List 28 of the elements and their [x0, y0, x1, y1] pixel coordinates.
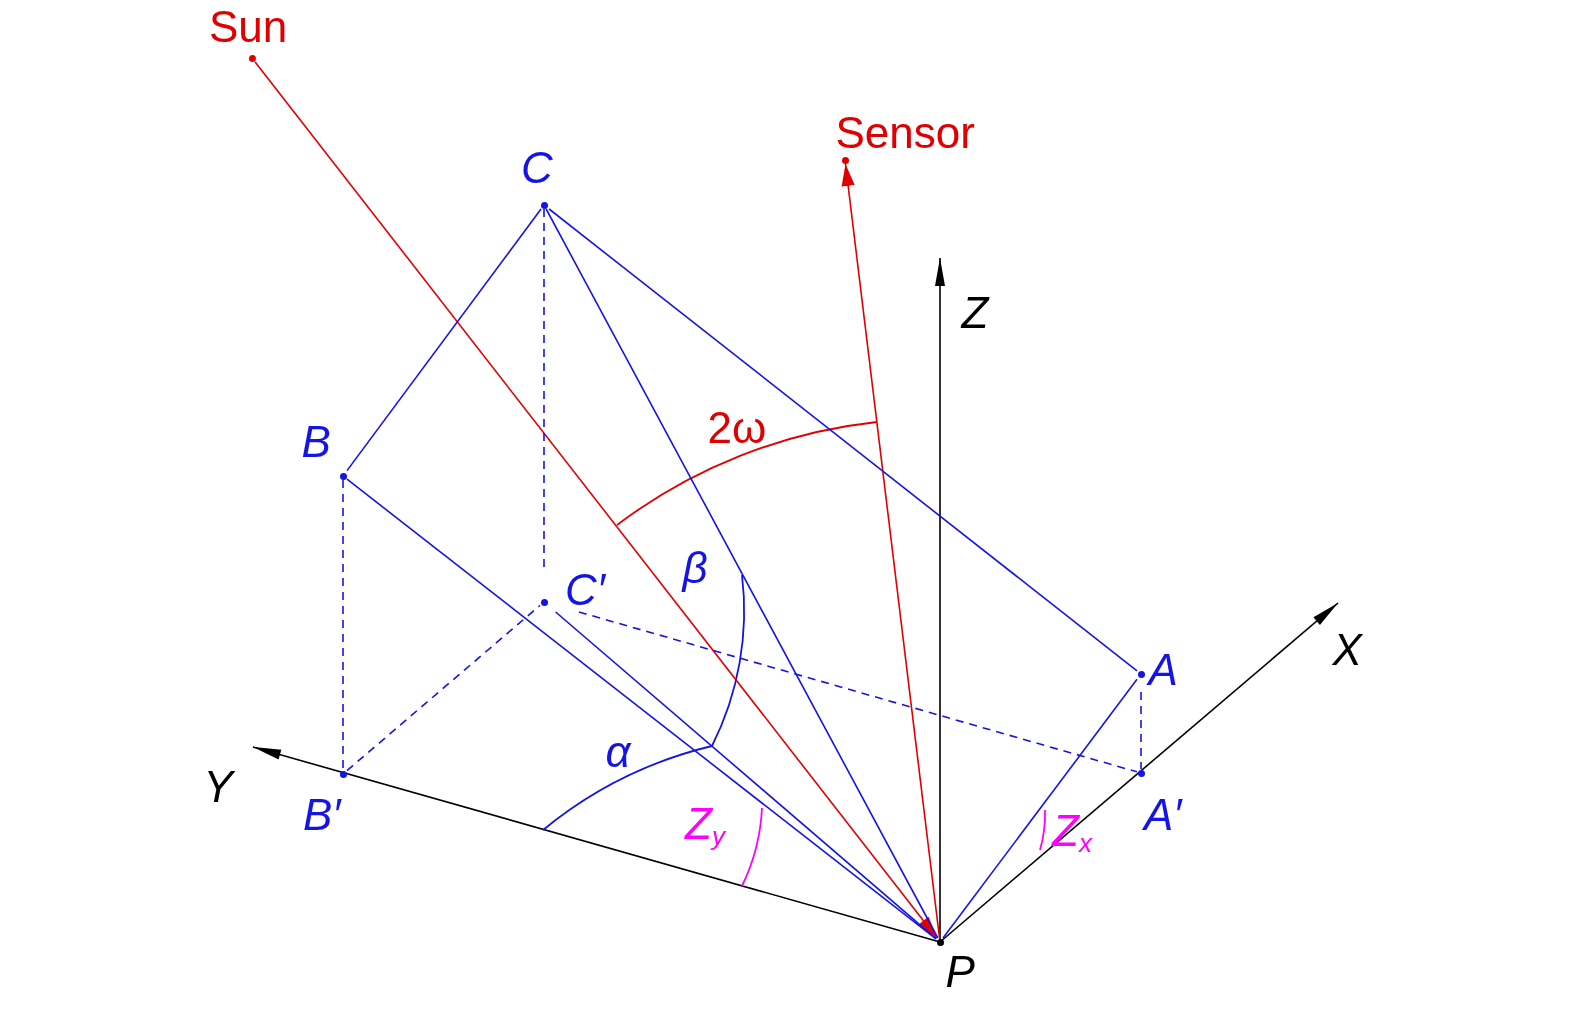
angle-label: α [605, 730, 631, 774]
axis-label: X [1332, 628, 1362, 672]
arrow [254, 61, 938, 939]
angle-label: Z$_{y}$ [685, 801, 725, 849]
angle-label: β [682, 546, 708, 590]
line [942, 678, 1138, 939]
point-label: B [301, 420, 331, 464]
point-label: P [945, 950, 975, 994]
line [346, 478, 937, 940]
axis-label: Z [961, 291, 989, 335]
line [346, 208, 542, 472]
sensor-label: Sensor [835, 111, 975, 155]
dashed-line [346, 604, 541, 772]
point-label: A′ [1144, 793, 1182, 837]
angle-label: 2ω [707, 406, 767, 450]
dashed-line [543, 208, 545, 569]
axis-label: Y [203, 765, 233, 809]
point-label: A [1148, 648, 1178, 692]
point-label: B′ [303, 793, 341, 837]
point-label: C′ [565, 568, 606, 612]
dashed-line [342, 479, 344, 771]
line [554, 611, 937, 940]
dashed-line [1140, 691, 1142, 770]
arrow [841, 163, 941, 939]
line [545, 208, 939, 939]
point-label: C [521, 146, 553, 190]
dashed-line [578, 611, 1138, 773]
sun-label: Sun [209, 5, 288, 49]
